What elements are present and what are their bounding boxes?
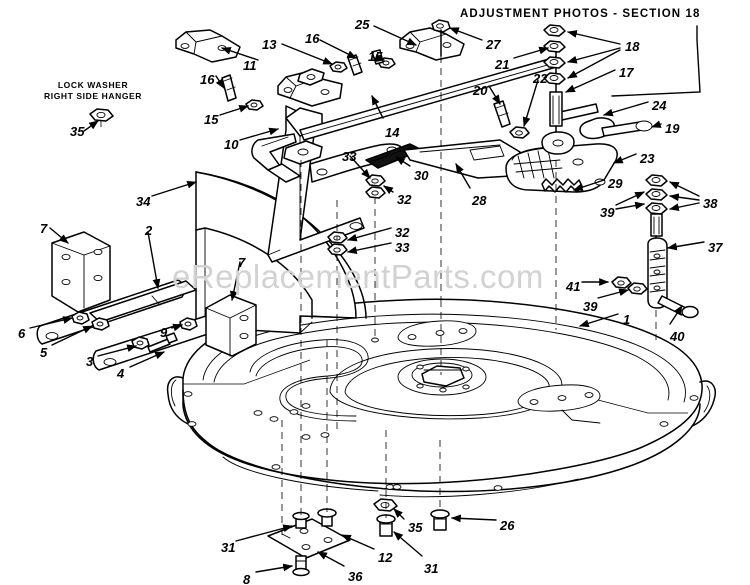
callout-2: 2 — [145, 223, 153, 238]
leader-lines — [29, 25, 705, 573]
callout-39: 39 — [583, 299, 598, 314]
callout-17: 17 — [619, 65, 634, 80]
callout-16: 16 — [200, 72, 215, 87]
callout-24: 24 — [652, 98, 667, 113]
callout-5: 5 — [40, 345, 48, 360]
callout-26: 26 — [500, 518, 515, 533]
callout-7: 7 — [40, 221, 48, 236]
phantom-lines — [100, 56, 657, 536]
callout-35: 35 — [408, 520, 423, 535]
callout-16: 16 — [305, 31, 320, 46]
callout-28: 28 — [472, 193, 487, 208]
callout-37: 37 — [708, 240, 723, 255]
callout-12: 12 — [378, 550, 393, 565]
mid-bracket-art — [277, 68, 343, 107]
callout-21: 21 — [495, 57, 510, 72]
callout-22: 22 — [533, 71, 548, 86]
callout-40: 40 — [670, 329, 685, 344]
deck-housing-art — [166, 298, 716, 498]
lock-washer-note-line2: RIGHT SIDE HANGER — [44, 90, 143, 101]
callout-31: 31 — [221, 540, 236, 555]
callout-27: 27 — [486, 37, 501, 52]
callout-29: 29 — [608, 176, 623, 191]
callout-19: 19 — [665, 121, 680, 136]
callout-14: 14 — [385, 125, 400, 140]
lock-washer-note-line1: LOCK WASHER — [57, 80, 129, 90]
callout-33: 33 — [395, 240, 410, 255]
callout-31: 31 — [424, 561, 439, 576]
callout-41: 41 — [566, 279, 581, 294]
callout-39: 39 — [600, 205, 615, 220]
top-right-bracket-art — [399, 27, 465, 61]
callout-3: 3 — [86, 354, 94, 369]
center-hardware-32-33 — [327, 174, 386, 256]
callout-32: 32 — [395, 225, 410, 240]
callout-20: 20 — [473, 83, 488, 98]
right-link-art — [611, 174, 699, 319]
callout-4: 4 — [117, 366, 125, 381]
top-left-bracket-art — [175, 29, 241, 63]
lock-washer-note: LOCK WASHER RIGHT SIDE HANGER — [44, 80, 142, 101]
section-header: ADJUSTMENT PHOTOS - SECTION 18 — [460, 8, 701, 20]
callout-23: 23 — [640, 151, 655, 166]
callout-18: 18 — [625, 39, 640, 54]
callout-25: 25 — [355, 17, 370, 32]
callout-15: 15 — [368, 49, 383, 64]
lock-washer-note-art — [89, 108, 114, 122]
left-hanger-assembly-art — [36, 231, 257, 371]
callout-6: 6 — [18, 326, 26, 341]
adjustment-rod-art — [493, 24, 575, 155]
callout-13: 13 — [262, 37, 277, 52]
callout-36: 36 — [348, 569, 363, 584]
callout-7: 7 — [238, 255, 246, 270]
callout-10: 10 — [224, 137, 239, 152]
bottom-mount-plate-art — [267, 498, 450, 577]
callout-30: 30 — [414, 168, 429, 183]
callout-33: 33 — [342, 149, 357, 164]
hardware-left-15-16 — [221, 74, 264, 111]
callout-11: 11 — [243, 58, 257, 73]
callout-9: 9 — [160, 325, 168, 340]
callout-34: 34 — [136, 194, 151, 209]
callout-8: 8 — [243, 572, 251, 585]
callout-32: 32 — [397, 192, 412, 207]
callout-38: 38 — [703, 196, 718, 211]
callout-1: 1 — [623, 312, 631, 327]
callout-15: 15 — [204, 112, 219, 127]
callout-35: 35 — [70, 124, 85, 139]
